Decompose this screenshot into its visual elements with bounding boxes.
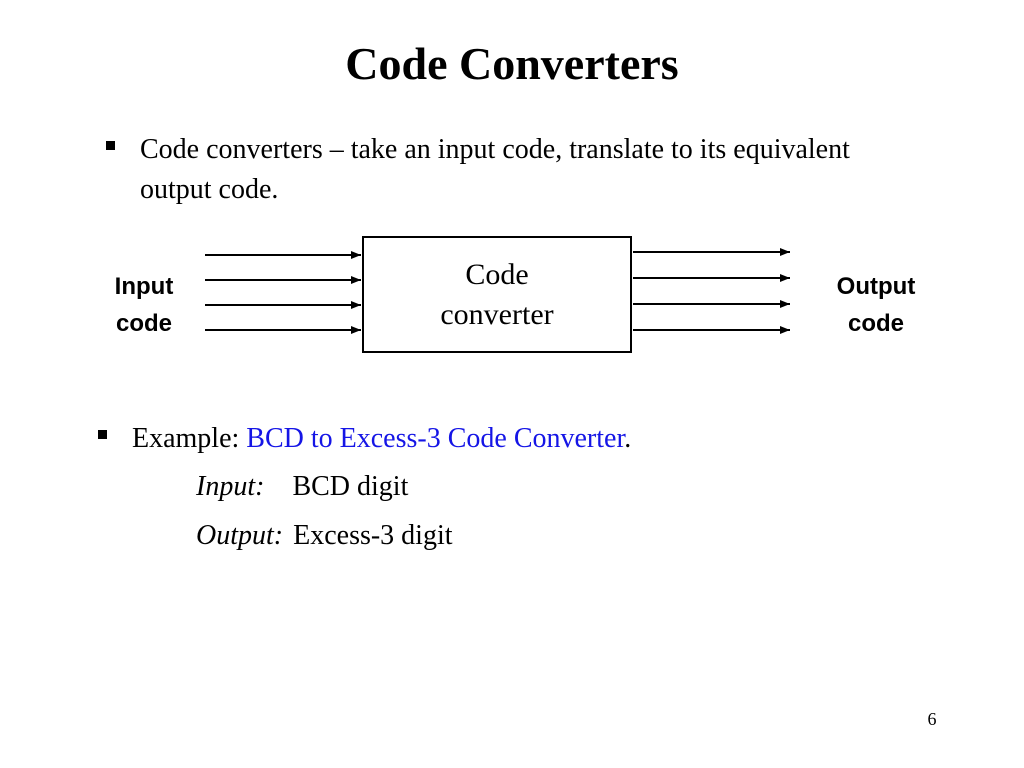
example-prefix: Example: (132, 423, 247, 454)
input-label-line-1: Input (114, 273, 174, 300)
output-code-label: Output code (818, 268, 934, 342)
example-suffix: . (624, 423, 632, 454)
bullet-square-icon (106, 141, 115, 150)
input-label-line-2: code (115, 310, 172, 337)
input-code-label: Input code (92, 268, 196, 342)
code-converter-box: Code converter (362, 236, 632, 353)
sub-item-output: Output: Excess-3 digit (196, 516, 453, 556)
box-label-line-1: Code (465, 257, 529, 291)
input-value: BCD digit (292, 471, 409, 502)
input-label: Input: (196, 471, 265, 502)
example-highlight: BCD to Excess-3 Code Converter (246, 423, 625, 454)
box-label-line-2: converter (440, 297, 554, 331)
bullet-definition: Code converters – take an input code, tr… (140, 134, 850, 205)
output-label: Output: (196, 520, 284, 551)
slide-title: Code Converters (345, 38, 679, 89)
bullet-example: Example: BCD to Excess-3 Code Converter. (132, 419, 892, 459)
sub-item-input: Input: BCD digit (196, 467, 408, 507)
output-label-line-1: Output (836, 273, 916, 300)
output-label-line-2: code (847, 310, 904, 337)
page-number: 6 (927, 709, 937, 729)
bullet-square-icon (98, 430, 107, 439)
output-value: Excess-3 digit (293, 520, 453, 551)
